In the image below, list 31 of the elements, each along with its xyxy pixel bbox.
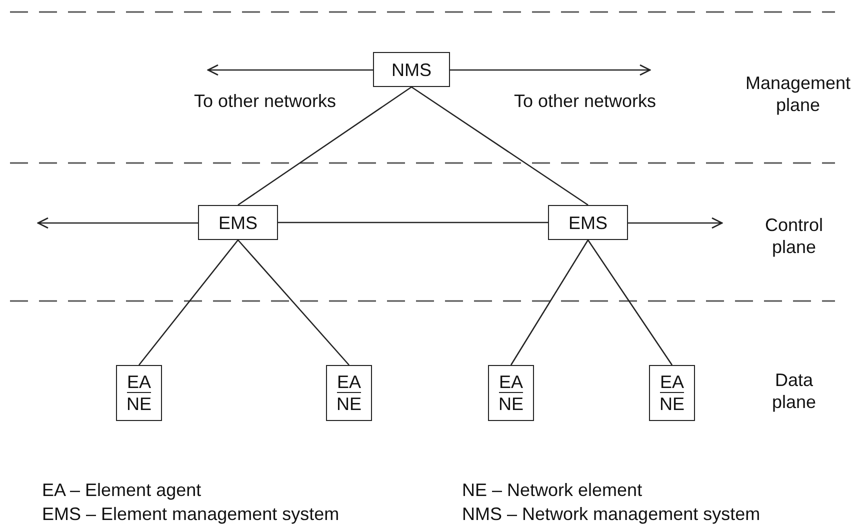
box-label: EMS — [218, 212, 258, 234]
connector-line — [138, 240, 238, 366]
element-box — [326, 365, 372, 421]
connector-line — [587, 240, 673, 366]
box-label: NE — [498, 392, 524, 414]
system-box — [198, 205, 278, 240]
element-box — [649, 365, 695, 421]
connector-line — [411, 86, 588, 206]
arrow — [37, 217, 198, 229]
fraction-numerator: EA — [126, 372, 151, 392]
fraction-numerator: EA — [660, 372, 684, 392]
box-label: NE — [336, 392, 362, 414]
element-box — [488, 365, 534, 421]
edge-label: To other networks — [514, 91, 656, 111]
system-box — [373, 52, 450, 87]
arrow — [450, 64, 651, 76]
connector-line — [238, 86, 412, 206]
arrow — [207, 64, 373, 76]
fraction-numerator: EA — [498, 372, 523, 392]
box-label: NE — [126, 392, 152, 414]
system-box — [548, 205, 628, 240]
connector-line — [510, 240, 589, 366]
box-label: NE — [659, 392, 684, 414]
arrow — [628, 217, 723, 229]
connector-line — [238, 240, 350, 366]
connector-line — [278, 222, 548, 224]
edge-label: To other networks — [194, 91, 336, 111]
element-box — [116, 365, 162, 421]
box-label: EMS — [568, 212, 608, 234]
box-label: NMS — [392, 58, 432, 80]
fraction-numerator: EA — [336, 372, 361, 392]
